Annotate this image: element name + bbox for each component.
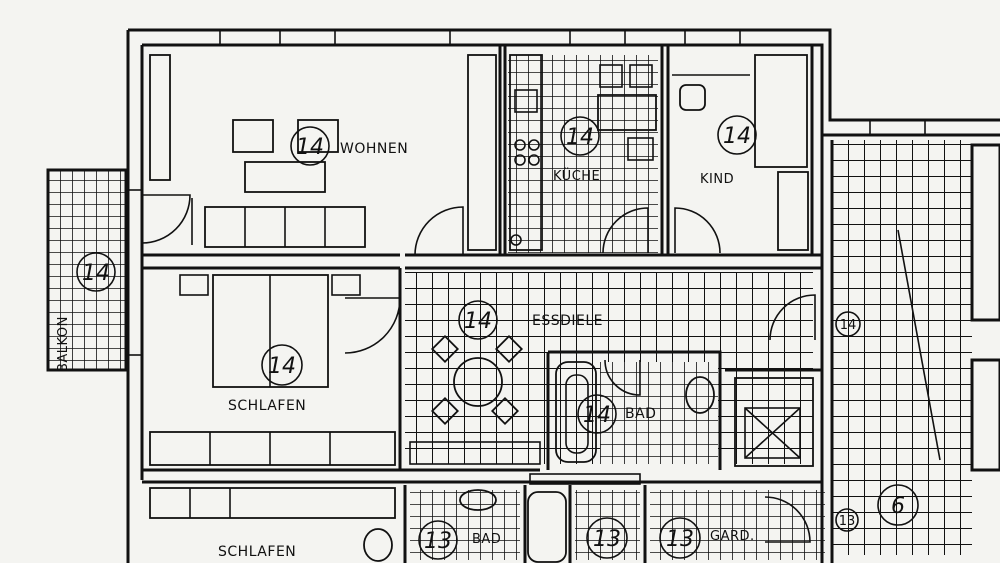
marker-bad-2: 13: [424, 529, 452, 554]
wohnen-cabinet: [467, 54, 497, 251]
stair-hall-tiles: [832, 140, 972, 555]
kind-wardrobe: [777, 171, 809, 251]
washbasin: [685, 376, 715, 414]
wc-tiles: [575, 490, 640, 560]
room-label-kind: KIND: [700, 172, 734, 187]
kitchen-counter: [509, 54, 543, 251]
kind-bed: [754, 54, 808, 168]
room-label-balkon: BALKON: [56, 316, 71, 372]
coffee-table: [244, 161, 326, 193]
balkon-tiles: [48, 170, 126, 370]
room-label-kueche: KÜCHE: [553, 167, 600, 184]
doors: [141, 194, 816, 543]
room-labels: WOHNEN KÜCHE KIND BALKON SCHLAFEN ESSDIE…: [56, 141, 755, 560]
marker-stair-small: 13: [839, 514, 856, 529]
room-label-bad-2: BAD: [472, 532, 501, 547]
schlafen-wardrobe: [149, 431, 396, 466]
marker-gard: 13: [666, 527, 694, 552]
room-label-schlafen: SCHLAFEN: [228, 398, 306, 414]
kind-chair: [679, 84, 706, 111]
marker-wohnen: 14: [296, 135, 324, 160]
armchair: [232, 119, 274, 153]
marker-stair: 6: [891, 494, 905, 519]
gard-tiles: [650, 490, 825, 560]
marker-kind: 14: [723, 124, 751, 149]
room-label-gard: GARD.: [710, 529, 755, 544]
circle-markers: 14 14 14 14 14 14 14 14 6 13 13 13 13: [76, 115, 919, 560]
marker-kueche: 14: [566, 125, 594, 150]
bathtub: [555, 361, 597, 463]
room-label-essdiele: ESSDIELE: [532, 313, 603, 329]
marker-hall: 14: [840, 318, 857, 333]
marker-wc: 13: [593, 527, 621, 552]
walls: [46, 28, 1000, 563]
chair-schlafen2: [363, 528, 393, 562]
bad2-tiles: [410, 490, 520, 560]
room-label-schlafen-2: SCHLAFEN: [218, 544, 296, 560]
wohnen-shelf: [149, 54, 171, 181]
stair-block: [970, 358, 1000, 472]
marker-bad: 14: [583, 403, 611, 428]
shower: [734, 377, 814, 467]
room-label-wohnen: WOHNEN: [340, 141, 408, 157]
dining-table: [453, 357, 503, 407]
marker-schlafen: 14: [268, 354, 296, 379]
room-label-bad: BAD: [625, 406, 656, 422]
armchair: [297, 119, 339, 153]
marker-essdiele: 14: [464, 309, 492, 334]
bathtub-2: [527, 491, 567, 563]
stair-block: [970, 143, 1000, 322]
schlafen2-wardrobe: [149, 487, 396, 519]
furniture: [149, 54, 1000, 563]
washbasin-2: [459, 489, 497, 511]
kitchen-table: [597, 94, 657, 131]
marker-balkon: 14: [82, 261, 110, 286]
